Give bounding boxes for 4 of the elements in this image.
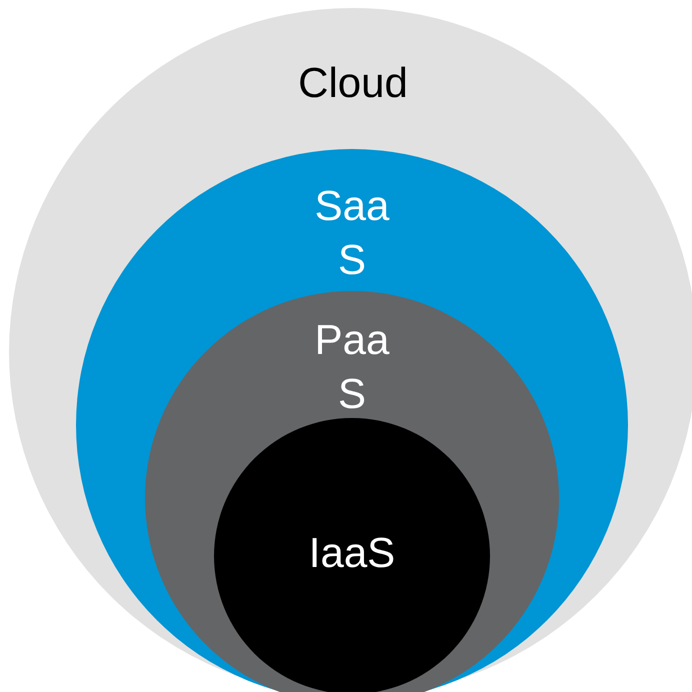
circle-label: SaaS <box>314 181 390 285</box>
circle-label: PaaS <box>314 315 390 419</box>
circle-label: Cloud <box>297 58 409 108</box>
circle-label: IaaS <box>308 528 396 578</box>
